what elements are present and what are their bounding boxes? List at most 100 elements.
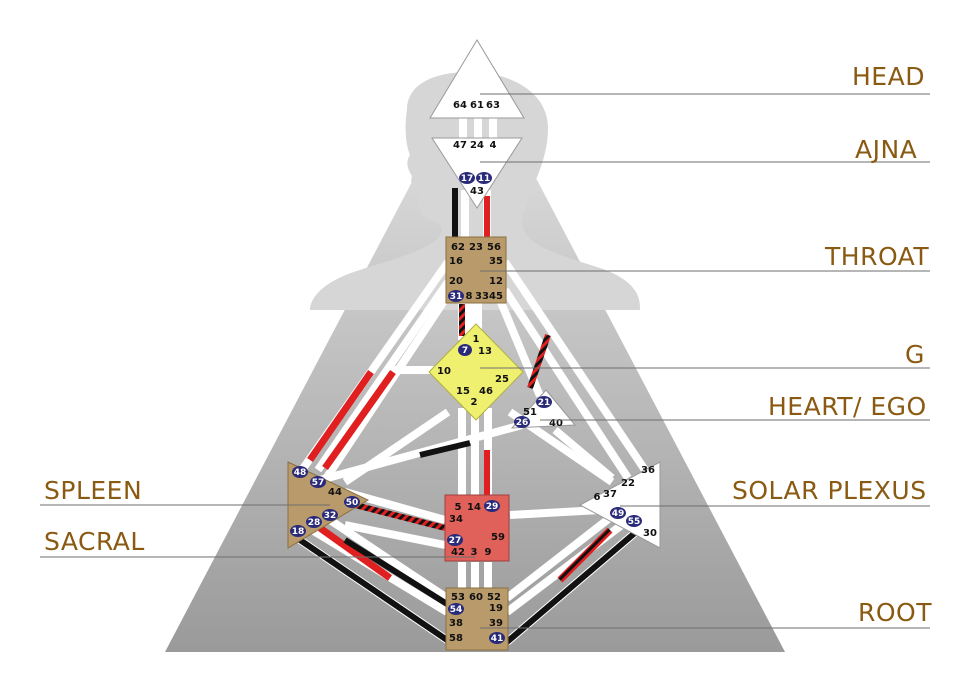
gate-solar-2: 22 xyxy=(621,478,635,489)
gate-head-3: 63 xyxy=(486,100,500,111)
label-sacral: SACRAL xyxy=(44,527,145,556)
gate-numbers: 64 61 63 47 24 4 43 62 23 56 16 35 20 12… xyxy=(328,100,657,644)
svg-text:26: 26 xyxy=(516,418,529,428)
gate-circle-27: 27 xyxy=(447,534,463,546)
ajna-center xyxy=(431,137,523,209)
label-ajna: AJNA xyxy=(855,135,918,164)
gate-throat-9: 8 xyxy=(466,291,473,302)
gate-circle-32: 32 xyxy=(322,509,338,521)
root-center xyxy=(445,587,509,651)
gate-circle-21: 21 xyxy=(536,396,552,408)
gate-root-5: 19 xyxy=(489,603,503,614)
label-spleen: SPLEEN xyxy=(44,476,143,505)
svg-text:50: 50 xyxy=(346,498,359,508)
gate-ajna-3: 4 xyxy=(490,140,497,151)
gate-circle-31: 31 xyxy=(448,290,464,302)
gate-throat-2: 23 xyxy=(469,242,483,253)
activated-gates: 17 11 31 7 21 26 48 57 50 32 28 18 29 27… xyxy=(290,172,642,644)
gate-g-4: 10 xyxy=(437,366,451,377)
svg-text:27: 27 xyxy=(449,536,462,546)
gate-root-6: 38 xyxy=(449,618,463,629)
label-root: ROOT xyxy=(858,598,932,627)
svg-text:48: 48 xyxy=(294,468,307,478)
svg-text:18: 18 xyxy=(292,527,305,537)
gate-throat-7: 12 xyxy=(489,276,503,287)
head-center xyxy=(429,39,525,119)
gate-sacral-5: 59 xyxy=(491,532,505,543)
gate-circle-29: 29 xyxy=(484,500,500,512)
gate-throat-5: 35 xyxy=(489,256,503,267)
gate-circle-7: 7 xyxy=(458,344,472,356)
gate-sacral-1: 5 xyxy=(455,502,462,513)
gate-circle-26: 26 xyxy=(514,416,530,428)
gate-ajna-2: 24 xyxy=(470,140,484,151)
gate-solar-3: 37 xyxy=(603,489,617,500)
gate-circle-54: 54 xyxy=(448,603,464,615)
gate-throat-3: 56 xyxy=(487,242,501,253)
gate-circle-55: 55 xyxy=(626,515,642,527)
svg-text:32: 32 xyxy=(324,511,337,521)
svg-text:31: 31 xyxy=(450,292,463,302)
gate-circle-18: 18 xyxy=(290,525,306,537)
gate-g-8: 2 xyxy=(471,397,478,408)
gate-circle-17: 17 xyxy=(459,172,475,184)
svg-text:7: 7 xyxy=(462,346,468,356)
leader-lines xyxy=(40,93,930,629)
svg-text:41: 41 xyxy=(491,634,504,644)
solar-plexus-center xyxy=(578,461,661,549)
gate-solar-7: 30 xyxy=(643,528,657,539)
svg-text:28: 28 xyxy=(308,518,321,528)
label-heart: HEART/ EGO xyxy=(768,392,927,421)
gate-circle-28: 28 xyxy=(306,516,322,528)
gate-solar-4: 6 xyxy=(594,492,601,503)
gate-g-5: 25 xyxy=(495,374,509,385)
svg-text:57: 57 xyxy=(312,478,325,488)
svg-text:54: 54 xyxy=(450,605,463,615)
gate-g-3: 13 xyxy=(478,346,492,357)
gate-sacral-4: 34 xyxy=(449,514,463,525)
gate-circle-57: 57 xyxy=(310,476,326,488)
svg-text:11: 11 xyxy=(478,174,491,184)
gate-throat-11: 45 xyxy=(489,291,503,302)
gate-throat-4: 16 xyxy=(449,256,463,267)
gate-throat-10: 33 xyxy=(475,291,489,302)
gate-sacral-8: 3 xyxy=(471,547,478,558)
gate-solar-1: 36 xyxy=(641,465,655,476)
gate-circle-41: 41 xyxy=(489,632,505,644)
gate-root-8: 58 xyxy=(449,633,463,644)
gate-sacral-2: 14 xyxy=(467,502,481,513)
gate-heart-4: 40 xyxy=(549,418,563,429)
gate-throat-1: 62 xyxy=(451,242,465,253)
gate-g-7: 46 xyxy=(479,386,493,397)
svg-text:21: 21 xyxy=(538,398,551,408)
svg-text:17: 17 xyxy=(461,174,474,184)
gate-circle-48: 48 xyxy=(292,466,308,478)
svg-text:55: 55 xyxy=(628,517,641,527)
gate-root-1: 53 xyxy=(451,592,465,603)
label-throat: THROAT xyxy=(825,242,930,271)
svg-text:29: 29 xyxy=(486,502,499,512)
gate-ajna-4: 43 xyxy=(470,186,484,197)
gate-sacral-7: 42 xyxy=(451,547,465,558)
g-center xyxy=(428,323,524,421)
gate-root-7: 39 xyxy=(489,618,503,629)
label-g: G xyxy=(905,340,925,369)
gate-g-1: 1 xyxy=(473,334,480,345)
gate-root-2: 60 xyxy=(469,592,483,603)
label-head: HEAD xyxy=(852,62,925,91)
gate-sacral-9: 9 xyxy=(485,547,492,558)
gate-g-6: 15 xyxy=(456,386,470,397)
gate-circle-50: 50 xyxy=(344,496,360,508)
gate-circle-11: 11 xyxy=(476,172,492,184)
svg-text:49: 49 xyxy=(612,509,625,519)
gate-throat-6: 20 xyxy=(449,276,463,287)
gate-spleen-3: 44 xyxy=(328,487,342,498)
gate-heart-2: 51 xyxy=(523,407,537,418)
gate-ajna-1: 47 xyxy=(453,140,467,151)
gate-head-2: 61 xyxy=(470,100,484,111)
gate-circle-49: 49 xyxy=(610,507,626,519)
label-solar-plexus: SOLAR PLEXUS xyxy=(732,476,927,505)
gate-head-1: 64 xyxy=(453,100,467,111)
